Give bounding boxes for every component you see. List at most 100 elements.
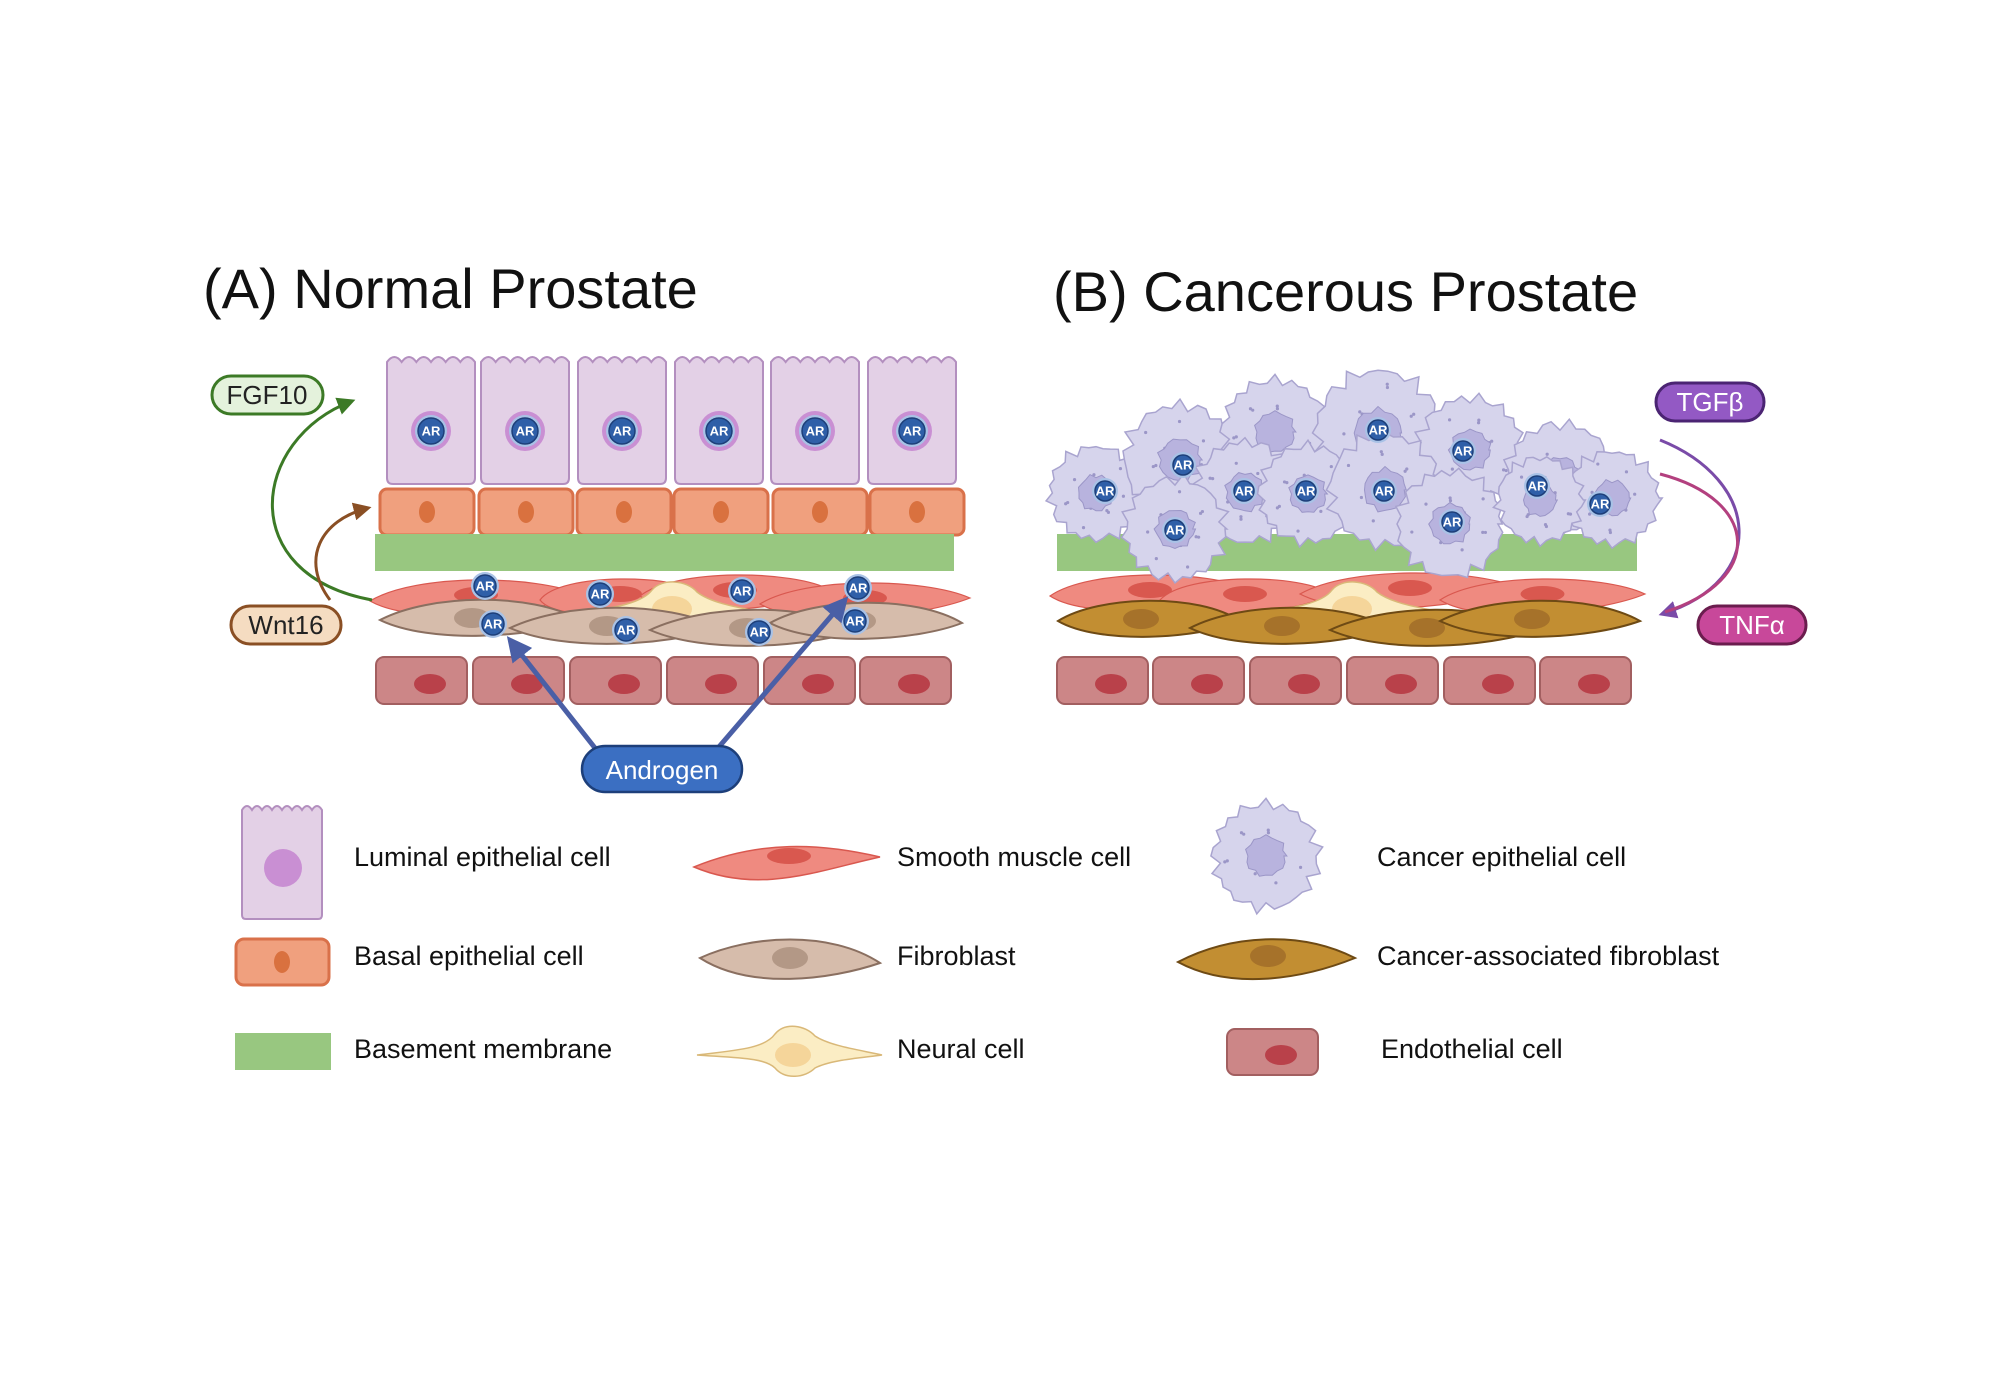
endothelial-cell [1346, 656, 1439, 705]
neural-cell-icon [696, 1025, 883, 1077]
cancer-ar: AR [1365, 417, 1391, 443]
stromal-ar: AR [471, 572, 499, 600]
tgfb-label: TGFβ [1654, 381, 1766, 423]
androgen-text: Androgen [606, 755, 719, 785]
cancer-epithelial-cell [1210, 797, 1324, 916]
androgen-label: Androgen [580, 744, 744, 794]
smooth-muscle-cell-icon [692, 845, 881, 881]
endothelial-cell [569, 656, 662, 705]
luminal-layer: AR AR AR AR AR AR [386, 356, 957, 485]
endothelial-cell [1443, 656, 1536, 705]
cancer-ar: AR [1439, 509, 1465, 535]
basal-epithelial-cell [672, 487, 770, 537]
stromal-ar: AR [612, 616, 640, 644]
ar-label: AR [710, 424, 729, 439]
ar-label: AR [846, 614, 865, 629]
ar-label: AR [1235, 484, 1254, 499]
ar-label: AR [613, 424, 632, 439]
basal-epithelial-cell-icon [234, 937, 331, 987]
stromal-ar: AR [844, 574, 872, 602]
stroma-b [1048, 572, 1647, 647]
ar-label: AR [733, 584, 752, 599]
fgf10-text: FGF10 [227, 380, 308, 410]
legend-endothelial: Endothelial cell [1381, 1034, 1563, 1064]
ar-label: AR [1166, 523, 1185, 538]
legend-luminal: Luminal epithelial cell [354, 842, 611, 872]
tnfa-text: TNFα [1719, 610, 1785, 640]
ar-label: AR [484, 617, 503, 632]
ar-label: AR [750, 625, 769, 640]
cancer-ar: AR [1524, 473, 1550, 499]
legend-cancer-epithelial: Cancer epithelial cell [1377, 842, 1626, 872]
legend: Luminal epithelial cell Basal epithelial… [234, 797, 1720, 1077]
ar-label: AR [1297, 484, 1316, 499]
ar-label: AR [1443, 515, 1462, 530]
wnt16-label: Wnt16 [229, 604, 343, 646]
ar-label: AR [1454, 444, 1473, 459]
cancer-epithelial-cell-icon [1210, 797, 1324, 916]
luminal-ar: AR [415, 415, 447, 447]
cancer-ar: AR [1587, 491, 1613, 517]
cancer-ar: AR [1170, 452, 1196, 478]
ar-label: AR [1174, 458, 1193, 473]
cancer-epithelial-cell [1492, 456, 1587, 548]
ar-label: AR [849, 581, 868, 596]
basal-epithelial-cell [378, 487, 476, 537]
luminal-epithelial-cell: AR [386, 356, 476, 485]
luminal-epithelial-cell-icon [241, 805, 323, 920]
legend-fibroblast: Fibroblast [897, 941, 1016, 971]
basal-epithelial-cell [868, 487, 966, 537]
ar-label: AR [617, 623, 636, 638]
luminal-epithelial-cell: AR [480, 356, 570, 485]
legend-membrane: Basement membrane [354, 1034, 612, 1064]
stroma-a: AR AR AR AR AR AR AR AR [368, 572, 972, 647]
ar-label: AR [806, 424, 825, 439]
ar-label: AR [903, 424, 922, 439]
luminal-ar: AR [606, 415, 638, 447]
endothelial-cell-icon [1226, 1028, 1319, 1076]
tgfb-text: TGFβ [1677, 387, 1744, 417]
cancer-associated-fibroblast-icon [1175, 938, 1358, 981]
cancer-ar: AR [1162, 517, 1188, 543]
endothelial-cell [1056, 656, 1149, 705]
wnt16-text: Wnt16 [248, 610, 323, 640]
stromal-ar: AR [841, 607, 869, 635]
ar-label: AR [1096, 484, 1115, 499]
luminal-ar: AR [509, 415, 541, 447]
ar-label: AR [422, 424, 441, 439]
luminal-epithelial-cell: AR [770, 356, 860, 485]
luminal-ar: AR [799, 415, 831, 447]
stromal-ar: AR [479, 610, 507, 638]
fgf10-label: FGF10 [210, 374, 325, 416]
basal-epithelial-cell [771, 487, 869, 537]
cancer-ar: AR [1450, 438, 1476, 464]
stromal-ar: AR [728, 577, 756, 605]
panel-a-title: (A) Normal Prostate [203, 257, 698, 320]
tnfa-arrow [1659, 472, 1739, 614]
basal-epithelial-cell [477, 487, 575, 537]
stromal-ar: AR [745, 618, 773, 646]
luminal-ar: AR [896, 415, 928, 447]
endothelial-layer-b [1056, 656, 1632, 705]
endothelial-cell [375, 656, 468, 705]
cancer-ar: AR [1231, 478, 1257, 504]
basal-epithelial-cell [575, 487, 673, 537]
luminal-ar: AR [703, 415, 735, 447]
panel-b-title: (B) Cancerous Prostate [1053, 260, 1638, 323]
androgen-arrow-right [716, 596, 849, 750]
legend-basal: Basal epithelial cell [354, 941, 584, 971]
ar-label: AR [1591, 497, 1610, 512]
tnfa-label: TNFα [1696, 604, 1808, 646]
cancer-ar: AR [1293, 478, 1319, 504]
luminal-epithelial-cell: AR [577, 356, 667, 485]
luminal-epithelial-cell: AR [867, 356, 957, 485]
legend-smooth-muscle: Smooth muscle cell [897, 842, 1131, 872]
cancer-ar: AR [1092, 478, 1118, 504]
ar-label: AR [591, 587, 610, 602]
endothelial-cell [666, 656, 759, 705]
luminal-epithelial-cell: AR [674, 356, 764, 485]
tgfb-arrow [1658, 438, 1741, 619]
basal-layer [378, 487, 966, 537]
